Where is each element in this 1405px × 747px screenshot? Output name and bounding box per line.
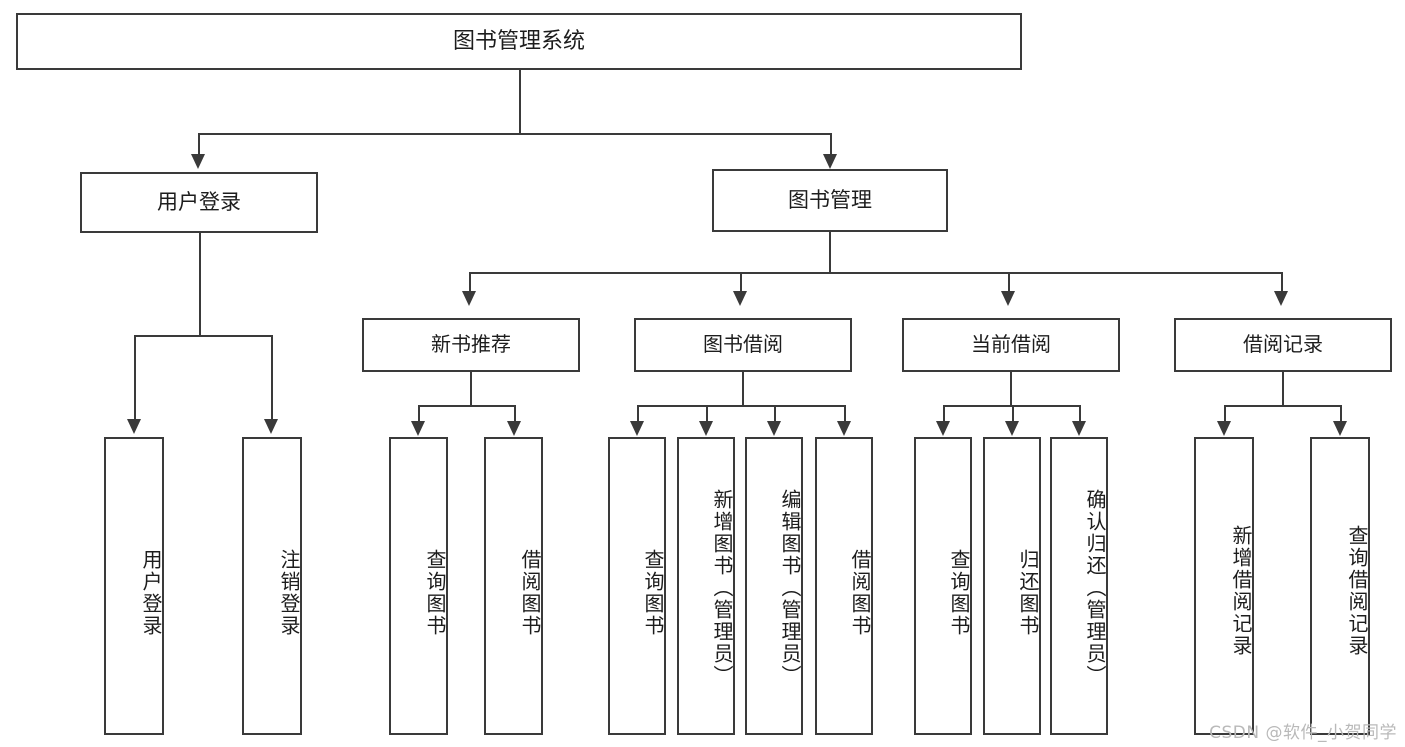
connector-new-book-recommend-stem xyxy=(470,372,472,405)
node-leaf-borrow-book-1-label: 借阅图书 xyxy=(518,549,542,637)
node-root[interactable]: 图书管理系统 xyxy=(16,13,1022,70)
connector-current-borrow-stem xyxy=(1010,372,1012,405)
node-borrow-record-label: 借阅记录 xyxy=(1243,332,1323,357)
connector-bb-leaf2 xyxy=(706,405,708,422)
arrowhead-leaf-return-book xyxy=(1005,421,1019,436)
node-leaf-query-record[interactable]: 查询借阅记录 xyxy=(1310,437,1370,735)
node-leaf-query-book-1[interactable]: 查询图书 xyxy=(389,437,448,735)
connector-root-to-user-login xyxy=(198,133,200,156)
connector-cb-leaf1 xyxy=(943,405,945,422)
connector-nbr-leaf1 xyxy=(418,405,420,422)
connector-bb-leaf1 xyxy=(637,405,639,422)
connector-bb-leaf4 xyxy=(844,405,846,422)
node-leaf-borrow-book-1[interactable]: 借阅图书 xyxy=(484,437,543,735)
connector-user-login-bus xyxy=(134,335,271,337)
arrowhead-leaf-query-book-1 xyxy=(411,421,425,436)
connector-root-bus xyxy=(198,133,830,135)
node-leaf-return-book[interactable]: 归还图书 xyxy=(983,437,1041,735)
connector-book-borrow-stem xyxy=(742,372,744,405)
arrowhead-book-borrow xyxy=(733,291,747,306)
node-leaf-user-login[interactable]: 用户登录 xyxy=(104,437,164,735)
node-leaf-user-login-label: 用户登录 xyxy=(139,549,163,637)
arrowhead-leaf-borrow-book-2 xyxy=(837,421,851,436)
connector-cb-leaf2 xyxy=(1012,405,1014,422)
node-leaf-borrow-book-2-label: 借阅图书 xyxy=(848,549,872,637)
node-user-login-label: 用户登录 xyxy=(157,190,241,215)
node-leaf-add-book-label: 新增图书（管理员） xyxy=(710,489,734,687)
node-leaf-add-book[interactable]: 新增图书（管理员） xyxy=(677,437,735,735)
node-root-label: 图书管理系统 xyxy=(452,28,585,54)
connector-to-borrow-record xyxy=(1281,272,1283,292)
node-current-borrow-label: 当前借阅 xyxy=(971,332,1051,357)
arrowhead-user-login xyxy=(191,154,205,169)
node-new-book-recommend-label: 新书推荐 xyxy=(431,332,511,357)
connector-to-current-borrow xyxy=(1008,272,1010,292)
node-leaf-user-logout[interactable]: 注销登录 xyxy=(242,437,302,735)
connector-book-manage-bus xyxy=(469,272,1281,274)
node-new-book-recommend[interactable]: 新书推荐 xyxy=(362,318,580,372)
node-book-manage[interactable]: 图书管理 xyxy=(712,169,948,232)
arrowhead-leaf-borrow-book-1 xyxy=(507,421,521,436)
connector-book-manage-stem xyxy=(829,232,831,272)
arrowhead-leaf-add-book xyxy=(699,421,713,436)
connector-borrow-record-stem xyxy=(1282,372,1284,405)
arrowhead-current-borrow xyxy=(1001,291,1015,306)
connector-user-login-right xyxy=(271,335,273,420)
node-leaf-edit-book-label: 编辑图书（管理员） xyxy=(778,489,802,687)
node-borrow-record[interactable]: 借阅记录 xyxy=(1174,318,1392,372)
node-current-borrow[interactable]: 当前借阅 xyxy=(902,318,1120,372)
connector-br-leaf1 xyxy=(1224,405,1226,422)
arrowhead-leaf-user-logout xyxy=(264,419,278,434)
arrowhead-borrow-record xyxy=(1274,291,1288,306)
connector-user-login-stem xyxy=(199,233,201,335)
connector-current-borrow-bus xyxy=(943,405,1079,407)
arrowhead-leaf-query-book-3 xyxy=(936,421,950,436)
connector-user-login-left xyxy=(134,335,136,420)
connector-new-book-recommend-bus xyxy=(418,405,514,407)
node-leaf-query-book-3-label: 查询图书 xyxy=(947,549,971,637)
connector-root-to-book-manage xyxy=(830,133,832,156)
connector-book-borrow-bus xyxy=(637,405,845,407)
arrowhead-book-manage xyxy=(823,154,837,169)
node-book-borrow-label: 图书借阅 xyxy=(703,332,783,357)
connector-br-leaf2 xyxy=(1340,405,1342,422)
node-leaf-confirm-return-label: 确认归还（管理员） xyxy=(1083,489,1107,687)
arrowhead-leaf-user-login xyxy=(127,419,141,434)
node-leaf-borrow-book-2[interactable]: 借阅图书 xyxy=(815,437,873,735)
node-user-login[interactable]: 用户登录 xyxy=(80,172,318,233)
watermark-text: CSDN @软件_小贺同学 xyxy=(1209,723,1397,743)
arrowhead-new-book-recommend xyxy=(462,291,476,306)
node-leaf-add-record[interactable]: 新增借阅记录 xyxy=(1194,437,1254,735)
connector-borrow-record-bus xyxy=(1224,405,1340,407)
arrowhead-leaf-query-record xyxy=(1333,421,1347,436)
arrowhead-leaf-confirm-return xyxy=(1072,421,1086,436)
node-leaf-query-book-1-label: 查询图书 xyxy=(423,549,447,637)
arrowhead-leaf-query-book-2 xyxy=(630,421,644,436)
connector-nbr-leaf2 xyxy=(514,405,516,422)
arrowhead-leaf-add-record xyxy=(1217,421,1231,436)
connector-cb-leaf3 xyxy=(1079,405,1081,422)
node-leaf-user-logout-label: 注销登录 xyxy=(277,549,301,637)
connector-to-new-book-recommend xyxy=(469,272,471,292)
node-leaf-query-book-2-label: 查询图书 xyxy=(641,549,665,637)
node-leaf-query-book-2[interactable]: 查询图书 xyxy=(608,437,666,735)
node-leaf-query-book-3[interactable]: 查询图书 xyxy=(914,437,972,735)
node-book-manage-label: 图书管理 xyxy=(788,188,872,213)
connector-root-stem xyxy=(519,70,521,133)
arrowhead-leaf-edit-book xyxy=(767,421,781,436)
node-leaf-return-book-label: 归还图书 xyxy=(1016,549,1040,637)
node-leaf-edit-book[interactable]: 编辑图书（管理员） xyxy=(745,437,803,735)
node-book-borrow[interactable]: 图书借阅 xyxy=(634,318,852,372)
node-leaf-query-record-label: 查询借阅记录 xyxy=(1345,525,1369,657)
node-leaf-confirm-return[interactable]: 确认归还（管理员） xyxy=(1050,437,1108,735)
connector-to-book-borrow xyxy=(740,272,742,292)
connector-bb-leaf3 xyxy=(774,405,776,422)
node-leaf-add-record-label: 新增借阅记录 xyxy=(1229,525,1253,657)
